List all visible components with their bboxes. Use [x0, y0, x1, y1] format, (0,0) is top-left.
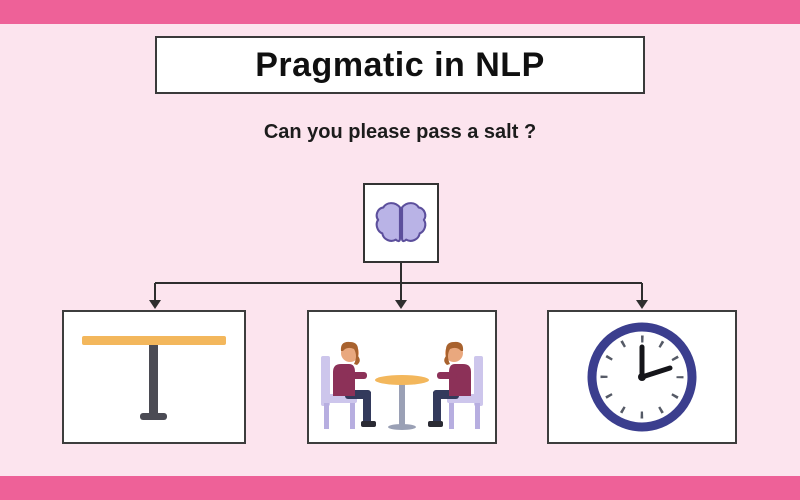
- arrowhead-middle: [395, 300, 407, 309]
- person-left: [321, 341, 376, 429]
- clock-icon: [587, 322, 697, 432]
- table-top: [82, 336, 226, 345]
- top-accent-bar: [0, 0, 800, 24]
- example-sentence: Can you please pass a salt ?: [263, 121, 537, 143]
- conversation-node-box: [307, 310, 497, 444]
- bottom-accent-bar: [0, 476, 800, 500]
- clock-hour-hand: [639, 365, 673, 380]
- cafe-table-top: [375, 374, 429, 385]
- clock-center-dot: [638, 373, 646, 381]
- brain-node-box: [363, 183, 439, 263]
- arrowhead-right: [636, 300, 648, 309]
- cafe-table-pedestal: [399, 381, 405, 426]
- table-node-box: [62, 310, 246, 444]
- clock-ticks: [600, 335, 684, 419]
- people-talking-icon: [321, 341, 483, 430]
- title-box: Pragmatic in NLP: [155, 36, 645, 94]
- brain-icon: [375, 202, 427, 243]
- arrowhead-left: [149, 300, 161, 309]
- clock-node-box: [547, 310, 737, 444]
- table-foot: [140, 413, 167, 420]
- cafe-table-base: [388, 423, 416, 430]
- table-icon: [82, 336, 226, 420]
- table-leg: [149, 345, 158, 415]
- page-title: Pragmatic in NLP: [255, 45, 545, 84]
- person-right: [428, 341, 483, 429]
